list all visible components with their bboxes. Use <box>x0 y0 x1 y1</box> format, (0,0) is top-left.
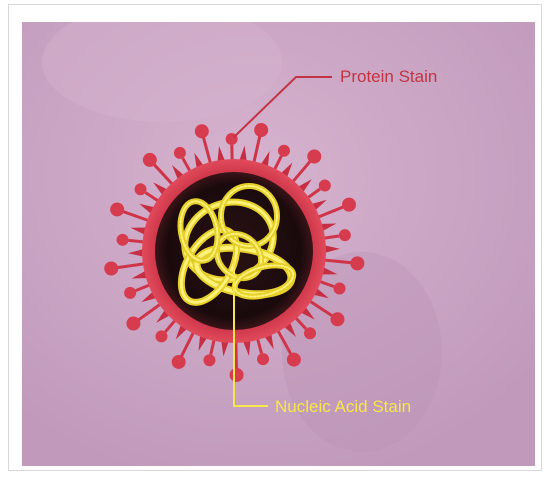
nucleic-acid-stain-label: Nucleic Acid Stain <box>275 397 411 416</box>
protein-stain-label: Protein Stain <box>340 67 437 86</box>
virus-stain-diagram: Protein Stain Nucleic Acid Stain <box>22 22 535 466</box>
